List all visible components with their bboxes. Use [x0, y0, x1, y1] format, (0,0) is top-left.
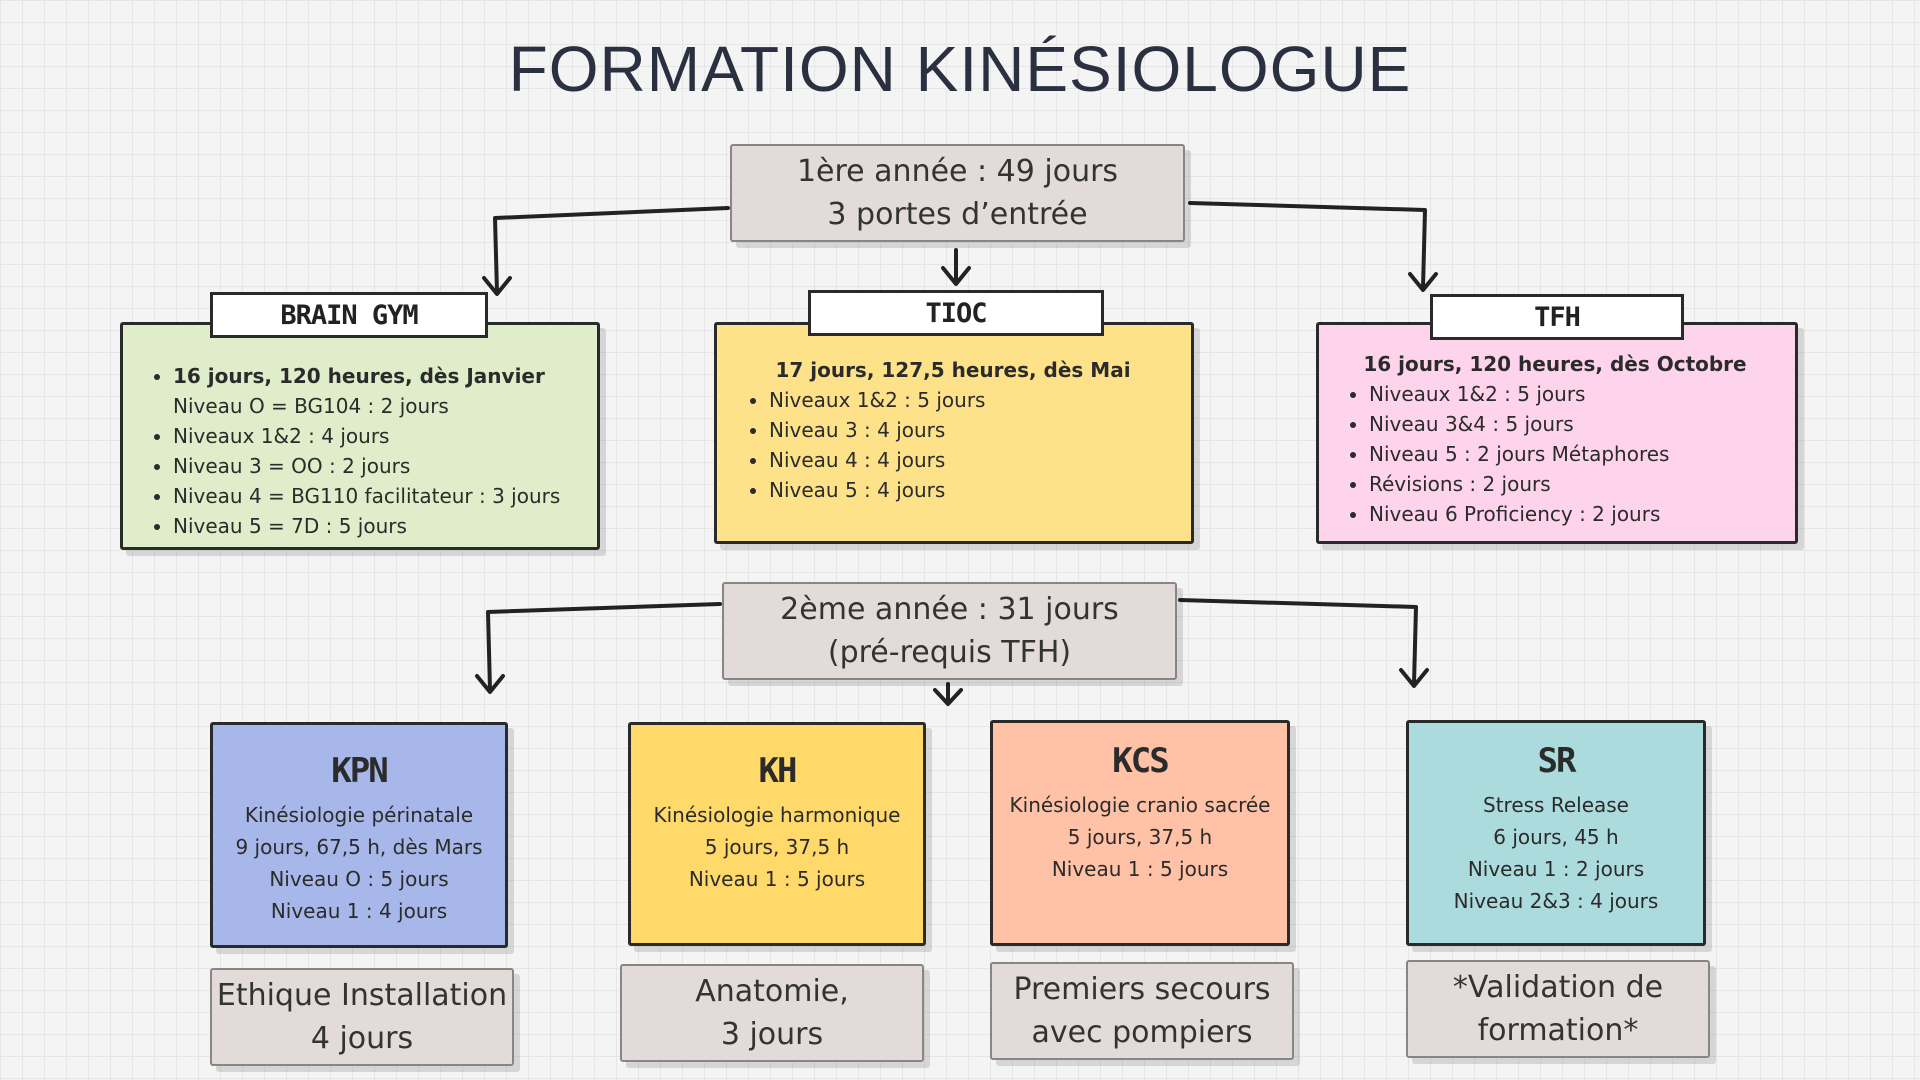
- kpn-line: 9 jours, 67,5 h, dès Mars: [235, 835, 483, 859]
- arrow-to-sr: [1178, 598, 1418, 686]
- validation-line: formation*: [1477, 1013, 1639, 1048]
- kpn-line: Niveau O : 5 jours: [269, 867, 449, 891]
- tioc-tab: TIOC: [808, 290, 1104, 336]
- list-item: Niveaux 1&2 : 5 jours: [1369, 379, 1779, 409]
- kpn-card: KPN Kinésiologie périnatale 9 jours, 67,…: [210, 722, 508, 948]
- ethique-line: Ethique Installation: [216, 978, 508, 1013]
- kh-code: KH: [758, 751, 798, 791]
- list-item: Niveau 4 = BG110 facilitateur : 3 jours: [173, 481, 577, 511]
- sr-card: SR Stress Release 6 jours, 45 h Niveau 1…: [1406, 720, 1706, 946]
- kpn-line: Kinésiologie périnatale: [244, 803, 474, 827]
- page-title: FORMATION KINÉSIOLOGUE: [508, 33, 1412, 105]
- ethique-box: Ethique Installation 4 jours: [210, 968, 514, 1066]
- anatomie-box: Anatomie, 3 jours: [620, 964, 924, 1062]
- anatomie-line: Anatomie,: [695, 974, 849, 1009]
- arrow-to-kpn: [486, 602, 722, 692]
- kpn-line: Niveau 1 : 4 jours: [270, 899, 448, 923]
- list-item: Niveau 4 : 4 jours: [769, 445, 1175, 475]
- list-item: Niveaux 1&2 : 4 jours: [173, 421, 577, 451]
- tioc-summary: 17 jours, 127,5 heures, dès Mai: [775, 358, 1131, 382]
- brain-gym-card: 16 jours, 120 heures, dès Janvier Niveau…: [120, 322, 600, 550]
- tfh-card: 16 jours, 120 heures, dès Octobre Niveau…: [1316, 322, 1798, 544]
- validation-line: *Validation de: [1452, 970, 1664, 1005]
- kcs-code: KCS: [1112, 741, 1169, 781]
- kcs-line: Kinésiologie cranio sacrée: [1009, 793, 1271, 817]
- list-item: Niveau 5 : 4 jours: [769, 475, 1175, 505]
- list-item: Niveaux 1&2 : 5 jours: [769, 385, 1175, 415]
- sr-line: Stress Release: [1483, 793, 1629, 817]
- year1-box: 1ère année : 49 jours 3 portes d’entrée: [730, 144, 1185, 242]
- kcs-line: 5 jours, 37,5 h: [1067, 825, 1213, 849]
- sr-code: SR: [1537, 741, 1577, 781]
- brain-gym-level0: Niveau O = BG104 : 2 jours: [173, 394, 449, 418]
- list-item: Révisions : 2 jours: [1369, 469, 1779, 499]
- kcs-line: Niveau 1 : 5 jours: [1051, 857, 1229, 881]
- validation-box: *Validation de formation*: [1406, 960, 1710, 1058]
- year2-box: 2ème année : 31 jours (pré-requis TFH): [722, 582, 1177, 680]
- kcs-card: KCS Kinésiologie cranio sacrée 5 jours, …: [990, 720, 1290, 946]
- kh-line: Niveau 1 : 5 jours: [688, 867, 866, 891]
- list-item: Niveau 3 = OO : 2 jours: [173, 451, 577, 481]
- kh-card: KH Kinésiologie harmonique 5 jours, 37,5…: [628, 722, 926, 946]
- sr-line: 6 jours, 45 h: [1493, 825, 1619, 849]
- sr-line: Niveau 2&3 : 4 jours: [1453, 889, 1659, 913]
- brain-gym-summary: 16 jours, 120 heures, dès Janvier: [173, 364, 545, 388]
- arrow-to-tfh: [1188, 201, 1427, 290]
- anatomie-line: 3 jours: [720, 1017, 824, 1052]
- sr-line: Niveau 1 : 2 jours: [1467, 857, 1645, 881]
- list-item: Niveau 6 Proficiency : 2 jours: [1369, 499, 1779, 529]
- year1-duration: 1ère année : 49 jours: [796, 154, 1119, 189]
- tioc-card: 17 jours, 127,5 heures, dès Mai Niveaux …: [714, 322, 1194, 544]
- list-item: Niveau 5 = 7D : 5 jours: [173, 511, 577, 541]
- secours-line: Premiers secours: [1013, 972, 1271, 1007]
- arrow-to-brain-gym: [493, 206, 730, 294]
- kpn-code: KPN: [331, 751, 388, 791]
- tfh-summary: 16 jours, 120 heures, dès Octobre: [1363, 352, 1747, 376]
- secours-line: avec pompiers: [1031, 1015, 1253, 1050]
- list-item: Niveau 3 : 4 jours: [769, 415, 1175, 445]
- secours-box: Premiers secours avec pompiers: [990, 962, 1294, 1060]
- year2-duration: 2ème année : 31 jours: [780, 592, 1119, 627]
- list-item: Niveau 3&4 : 5 jours: [1369, 409, 1779, 439]
- list-item: Niveau 5 : 2 jours Métaphores: [1369, 439, 1779, 469]
- year1-entries: 3 portes d’entrée: [827, 197, 1088, 232]
- kh-line: 5 jours, 37,5 h: [704, 835, 850, 859]
- tfh-tab: TFH: [1430, 294, 1684, 340]
- kh-line: Kinésiologie harmonique: [653, 803, 901, 827]
- year2-prerequisite: (pré-requis TFH): [827, 635, 1072, 670]
- brain-gym-tab: BRAIN GYM: [210, 292, 488, 338]
- ethique-line: 4 jours: [310, 1021, 414, 1056]
